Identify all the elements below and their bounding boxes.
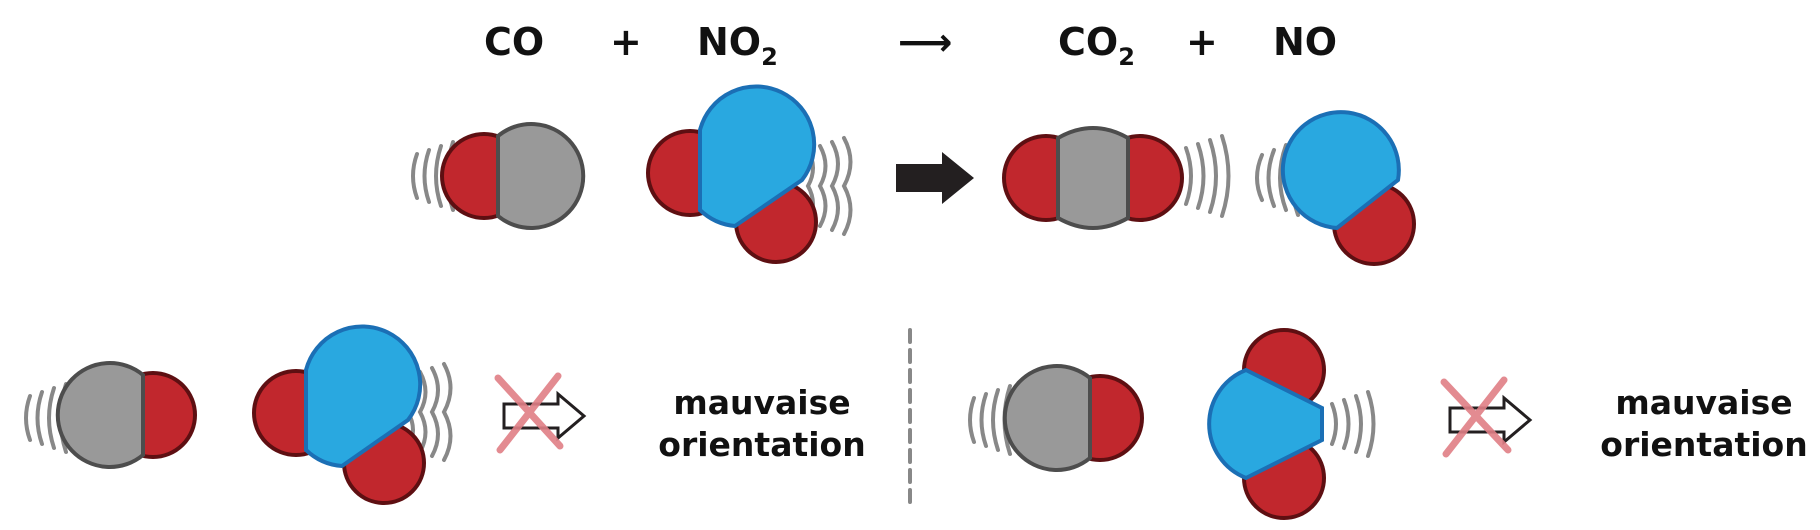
label-orientation: orientation (658, 425, 865, 464)
label-mauvaise: mauvaise (673, 383, 850, 422)
plus-sign-2: + (1186, 20, 1218, 64)
reactant-no2-main: NO (697, 20, 761, 64)
carbon-atom (55, 361, 145, 469)
label-mauvaise: mauvaise (1615, 383, 1792, 422)
vibration-lines-no2-right (1330, 390, 1376, 458)
product-co2-subscript: 2 (1118, 43, 1135, 71)
big-reaction-arrow (896, 152, 974, 204)
label-orientation: orientation (1600, 425, 1807, 464)
nitrogen-atom (698, 84, 817, 229)
plus-sign-1: + (610, 20, 642, 64)
reactant-no2-subscript: 2 (761, 43, 778, 71)
carbon-atom (1002, 364, 1092, 472)
vibration-lines-co2 (1184, 134, 1231, 218)
nitrogen-atom (1207, 367, 1324, 481)
chemical-equation: CO + NO2 ⟶ CO2 + NO (484, 20, 1337, 71)
no-molecule (1255, 110, 1416, 266)
reaction-arrow: ⟶ (898, 20, 952, 64)
no2-molecule-top (646, 84, 853, 264)
nitrogen-atom (1280, 110, 1401, 231)
co2-molecule (1002, 126, 1231, 230)
cross-mark (1440, 376, 1512, 458)
product-co2-main: CO (1058, 20, 1118, 64)
nitrogen-atom (304, 324, 423, 469)
reactant-no2: NO2 (697, 20, 778, 71)
carbon-atom (496, 122, 586, 230)
carbon-atom (1056, 126, 1130, 230)
cross-mark (494, 372, 564, 454)
product-co2: CO2 (1058, 20, 1135, 71)
wrong-orientation-left: mauvaise orientation (24, 324, 866, 505)
co-molecule-top (411, 122, 586, 230)
reactant-co: CO (484, 20, 544, 64)
product-no: NO (1273, 20, 1337, 64)
wrong-orientation-right: mauvaise orientation (968, 328, 1808, 520)
